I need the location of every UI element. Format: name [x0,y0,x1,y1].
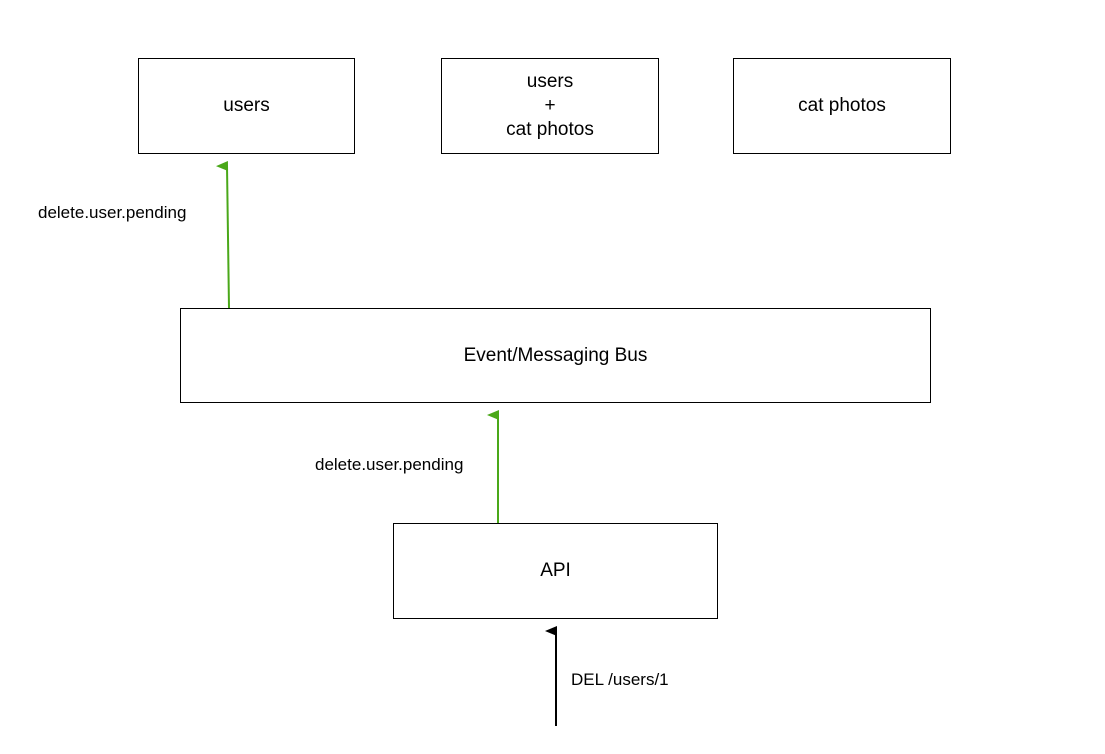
cat-photos-service-box: cat photos [733,58,951,154]
api-label: API [540,560,571,581]
event-bus-label: Event/Messaging Bus [463,344,648,366]
users-cat-photos-line-3: cat photos [506,119,594,140]
event-bus-box: Event/Messaging Bus [180,308,931,403]
cat-photos-service-label: cat photos [798,95,886,116]
edge-label-bus-to-users: delete.user.pending [38,203,187,222]
edge-label-request: DEL /users/1 [571,670,669,689]
arrow-bus-to-users [216,160,230,309]
api-box: API [393,523,718,619]
users-cat-photos-line-2: + [544,95,556,116]
users-service-label: users [223,95,270,116]
users-cat-photos-service-box: users + cat photos [441,58,659,154]
users-service-box: users [138,58,355,154]
users-cat-photos-line-1: users [526,71,574,92]
edge-label-api-to-bus: delete.user.pending [315,455,464,474]
